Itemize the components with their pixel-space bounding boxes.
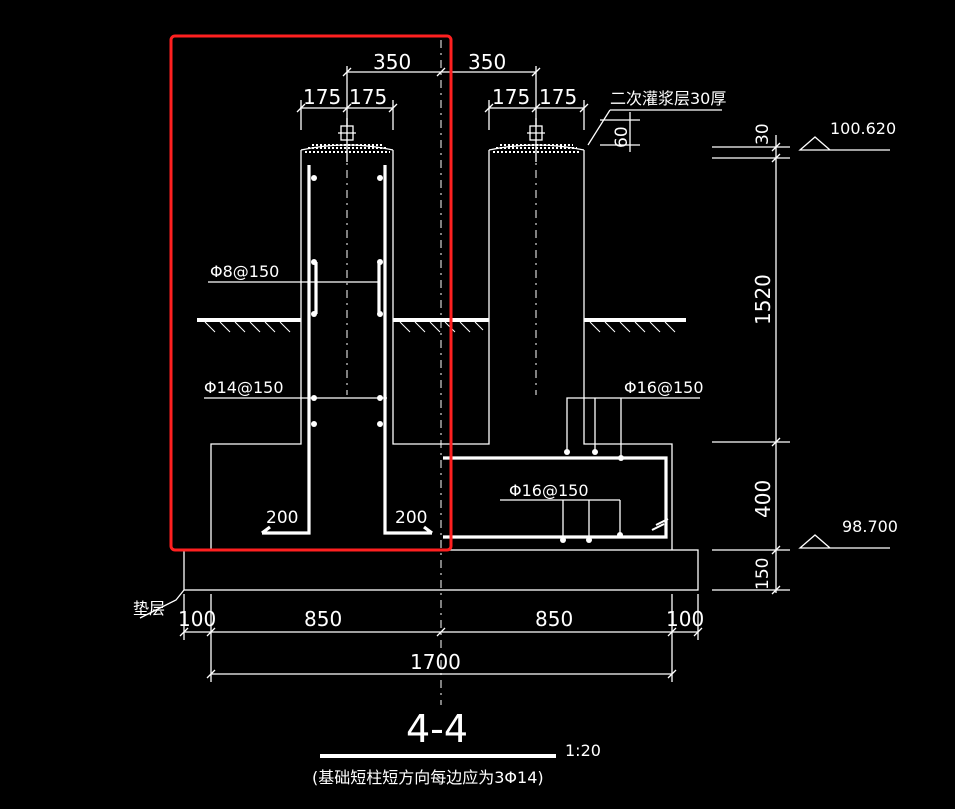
highlight-box — [169, 34, 453, 552]
grout-hatch — [305, 144, 580, 153]
dim-v-400: 400 — [751, 480, 775, 518]
top-dimensions — [296, 66, 640, 152]
dim-v-150: 150 — [753, 558, 773, 590]
dim-bottom-850-right: 850 — [535, 607, 573, 631]
base-rebar-loop — [443, 456, 668, 539]
dim-col1-right: 175 — [349, 85, 387, 109]
dim-col2-left: 175 — [492, 85, 530, 109]
section-note: (基础短柱短方向每边应为3Φ14) — [312, 768, 544, 787]
dim-top-right: 350 — [468, 50, 506, 74]
dim-bottom-850-left: 850 — [304, 607, 342, 631]
dim-col2-right: 175 — [539, 85, 577, 109]
dim-top-left: 350 — [373, 50, 411, 74]
base-rebar-hook — [651, 518, 669, 531]
column-rebar-left — [261, 165, 311, 535]
section-title: 4-4 — [406, 707, 468, 751]
column-rebar-dots — [311, 175, 383, 427]
leader-lines — [139, 109, 722, 619]
column-rebar-right — [383, 165, 433, 535]
foundation-outline — [210, 150, 673, 550]
rebar-base-top-label: Φ16@150 — [624, 378, 704, 397]
cushion-label: 垫层 — [133, 599, 165, 618]
dim-total: 1700 — [410, 650, 461, 674]
dim-grout-60: 60 — [612, 126, 632, 148]
elevation-bottom: 98.700 — [842, 517, 898, 536]
grout-label: 二次灌浆层30厚 — [610, 89, 726, 108]
dim-bottom-100-left: 100 — [178, 607, 216, 631]
dim-v-30: 30 — [753, 123, 773, 145]
dim-bottom-100-right: 100 — [666, 607, 704, 631]
bottom-dimensions — [179, 594, 703, 682]
rebar-stirrup-label: Φ8@150 — [210, 262, 279, 281]
hook-left-label: 200 — [266, 508, 298, 528]
ground-line — [197, 318, 686, 333]
dim-col1-left: 175 — [303, 85, 341, 109]
rebar-column-main-label: Φ14@150 — [204, 378, 284, 397]
right-dimensions — [712, 135, 890, 595]
scale-label: 1:20 — [565, 741, 601, 760]
dim-v-1520: 1520 — [751, 274, 775, 325]
rebar-base-bottom-label: Φ16@150 — [509, 481, 589, 500]
elevation-top: 100.620 — [830, 119, 896, 138]
hook-right-label: 200 — [395, 508, 427, 528]
